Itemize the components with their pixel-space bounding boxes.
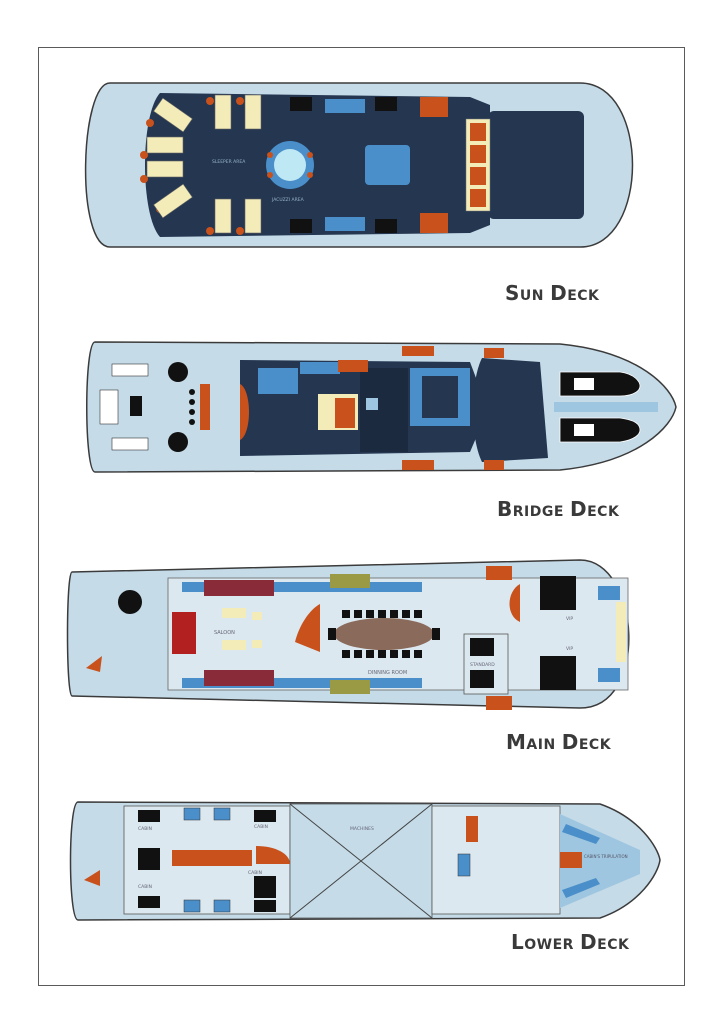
page-frame: [38, 47, 685, 986]
vip-2-label: VIP: [566, 646, 573, 652]
main-deck-plan: SALOON DINNING ROOM STANDARD VIP VIP: [66, 559, 630, 710]
sleeper-area-label: SLEEPER AREA: [212, 159, 246, 165]
lower-deck-plan: CABIN CABIN CABIN CABIN MACHINES CABIN'S…: [69, 801, 661, 921]
jacuzzi-area-label: JACUZZI AREA: [271, 197, 305, 203]
cabin-3-label: CABIN: [138, 884, 152, 890]
main-deck-title: MAIN DECK: [506, 730, 612, 754]
crew-cabin-label: CABIN'S TRIPULATION: [584, 854, 628, 859]
cabin-1-label: CABIN: [138, 826, 152, 832]
saloon-label: SALOON: [214, 630, 235, 636]
sun-deck-title: SUN DECK: [505, 281, 600, 305]
bridge-deck-title: BRIDGE DECK: [497, 497, 620, 521]
dining-room-label: DINNING ROOM: [368, 670, 407, 676]
machines-label: MACHINES: [350, 826, 374, 832]
bridge-deck-plan: [86, 341, 677, 473]
lower-deck-title: LOWER DECK: [511, 930, 630, 954]
cabin-4-label: CABIN: [248, 870, 262, 876]
vip-1-label: VIP: [566, 616, 573, 622]
cabin-2-label: CABIN: [254, 824, 268, 830]
standard-label: STANDARD: [470, 662, 495, 668]
sun-deck-plan: SLEEPER AREA JACUZZI AREA: [84, 82, 634, 248]
